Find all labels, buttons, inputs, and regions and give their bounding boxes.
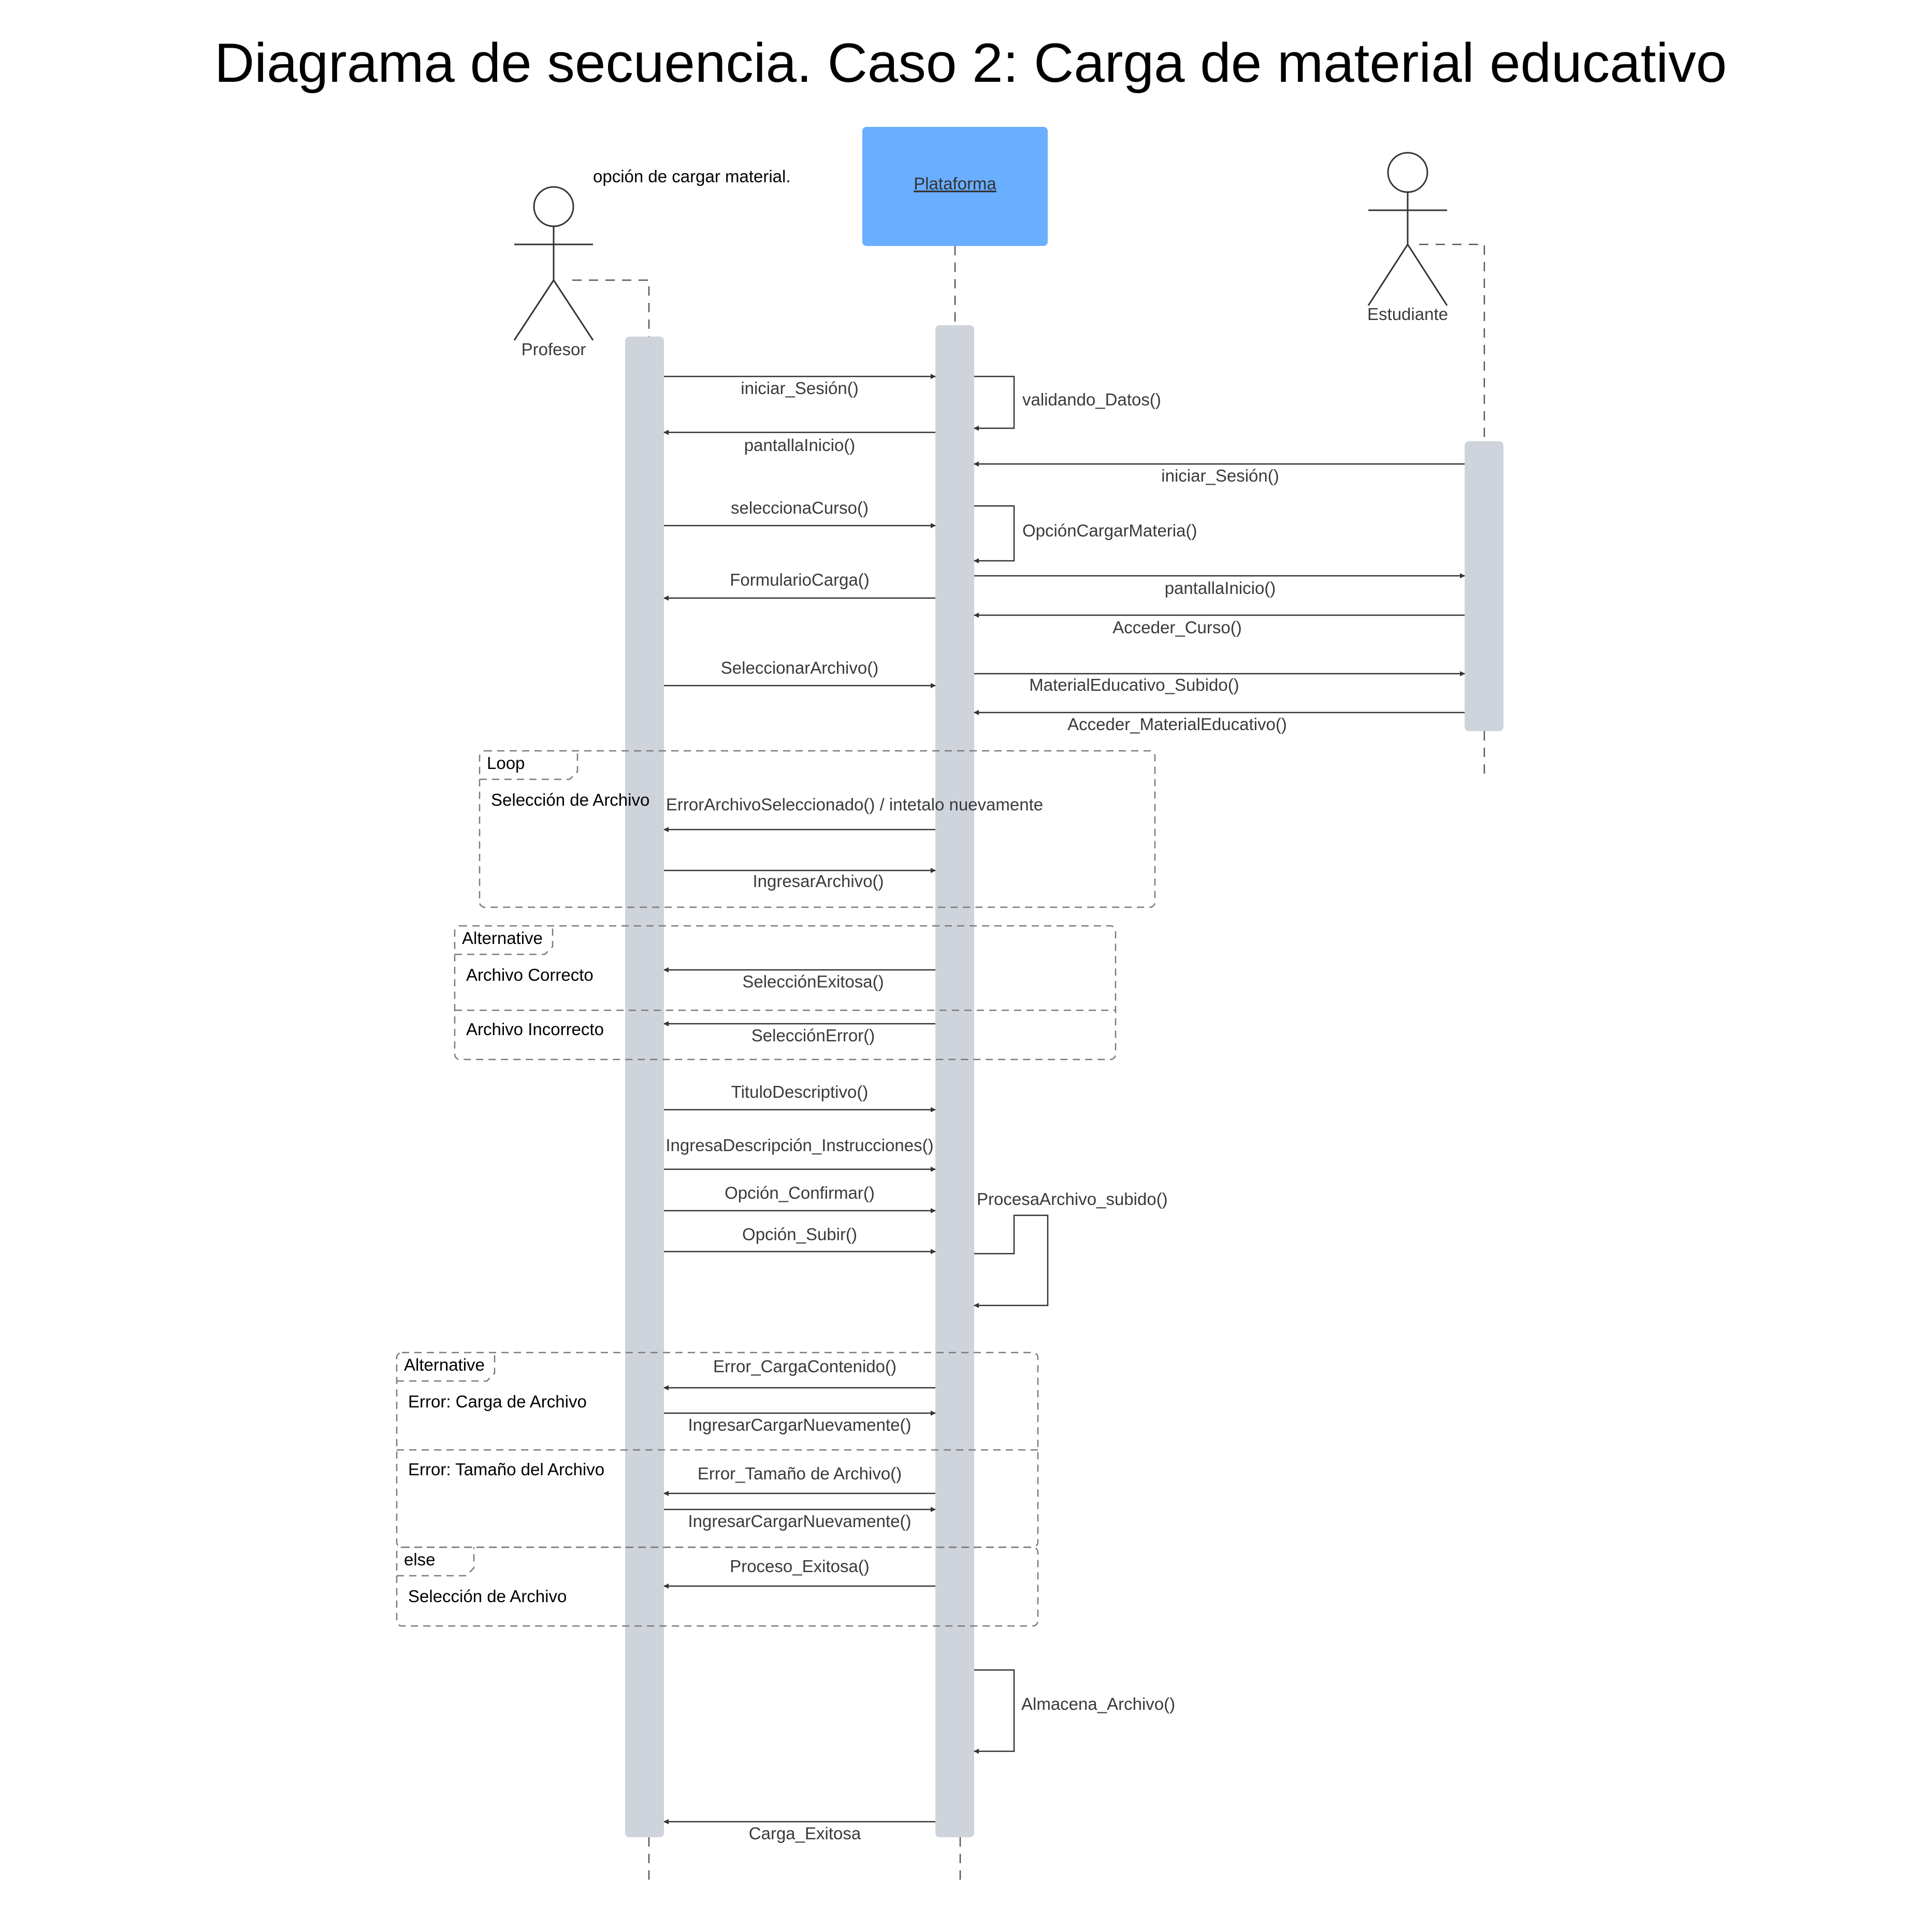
participant-label-plataforma: Plataforma: [914, 174, 996, 193]
message-label-20: Opción_Subir(): [742, 1225, 857, 1244]
message-label-8: Acceder_Curso(): [1112, 618, 1241, 637]
actor-estudiante: [1367, 152, 1448, 306]
frame-else: [396, 1546, 1039, 1627]
message-label-4: seleccionaCurso(): [731, 498, 869, 517]
message-label-25: Proceso_Exitosa(): [730, 1557, 870, 1576]
message-arrow-5: [974, 505, 1015, 563]
frame-else-label: else: [404, 1550, 436, 1569]
message-label-9: SeleccionarArchivo(): [721, 658, 878, 677]
activation-plataforma: [935, 325, 974, 1837]
frame-loop-label: Loop: [487, 753, 525, 773]
frame-alt1: [454, 925, 1117, 1061]
lifeline-estudiante-top: [1419, 243, 1485, 441]
message-label-5: OpciónCargarMateria(): [1022, 521, 1197, 540]
message-label-10: MaterialEducativo_Subido(): [1029, 675, 1239, 694]
message-label-26: Almacena_Archivo(): [1021, 1694, 1175, 1713]
message-label-3: iniciar_Sesión(): [1161, 466, 1279, 485]
note-text: opción de cargar material.: [593, 167, 791, 186]
lifeline-profesor-top: [572, 279, 650, 337]
message-label-1: validando_Datos(): [1022, 390, 1161, 409]
frame-loop-guard: Selección de Archivo: [491, 790, 649, 809]
frame-alt1-guard2: Archivo Incorrecto: [466, 1020, 604, 1039]
message-labels: iniciar_Sesión() validando_Datos() panta…: [666, 379, 1286, 1843]
message-label-19: ProcesaArchivo_subido(): [977, 1189, 1168, 1209]
message-label-23: Error_Tamaño de Archivo(): [698, 1464, 902, 1483]
message-label-24: IngresarCargarNuevamente(): [688, 1512, 911, 1531]
diagram-title: Diagrama de secuencia. Caso 2: Carga de …: [214, 32, 1727, 94]
actor-profesor: [513, 186, 594, 341]
frame-alt2-label: Alternative: [404, 1355, 485, 1374]
message-arrows: [663, 374, 1465, 1824]
message-label-12: ErrorArchivoSeleccionado() / intetalo nu…: [666, 795, 1043, 814]
frame-loop: [479, 750, 1156, 908]
message-label-6: pantallaInicio(): [1165, 578, 1276, 598]
message-label-11: Acceder_MaterialEducativo(): [1067, 715, 1287, 734]
message-arrow-26: [974, 1669, 1015, 1754]
actor-label-estudiante: Estudiante: [1367, 304, 1448, 324]
message-label-17: IngresaDescripción_Instrucciones(): [666, 1136, 933, 1155]
message-label-7: FormularioCarga(): [730, 570, 870, 589]
frame-else-guard: Selección de Archivo: [408, 1587, 567, 1606]
message-label-22: IngresarCargarNuevamente(): [688, 1415, 911, 1434]
frame-else-tab: [397, 1547, 475, 1577]
activation-profesor: [625, 337, 664, 1837]
message-label-15: SelecciónError(): [751, 1026, 875, 1045]
message-label-13: IngresarArchivo(): [753, 871, 884, 891]
frame-alt2-guard2: Error: Tamaño del Archivo: [408, 1460, 604, 1479]
activation-estudiante: [1465, 441, 1503, 731]
message-arrow-1: [974, 375, 1015, 431]
message-label-16: TituloDescriptivo(): [731, 1082, 869, 1101]
message-label-2: pantallaInicio(): [744, 435, 856, 455]
actor-label-profesor: Profesor: [522, 340, 586, 359]
frame-alt2-guard1: Error: Carga de Archivo: [408, 1392, 587, 1411]
frame-alt1-guard1: Archivo Correcto: [466, 965, 594, 984]
message-label-0: iniciar_Sesión(): [741, 379, 858, 398]
participant-plataforma-box: [862, 127, 1048, 246]
frames: [396, 750, 1156, 1627]
message-label-14: SelecciónExitosa(): [742, 972, 884, 991]
message-label-18: Opción_Confirmar(): [725, 1183, 875, 1202]
frame-alt1-label: Alternative: [462, 928, 543, 948]
lifelines: [572, 243, 1485, 1885]
message-arrow-19: [974, 1214, 1049, 1308]
message-label-27: Carga_Exitosa: [749, 1824, 861, 1843]
message-label-21: Error_CargaContenido(): [713, 1357, 896, 1376]
